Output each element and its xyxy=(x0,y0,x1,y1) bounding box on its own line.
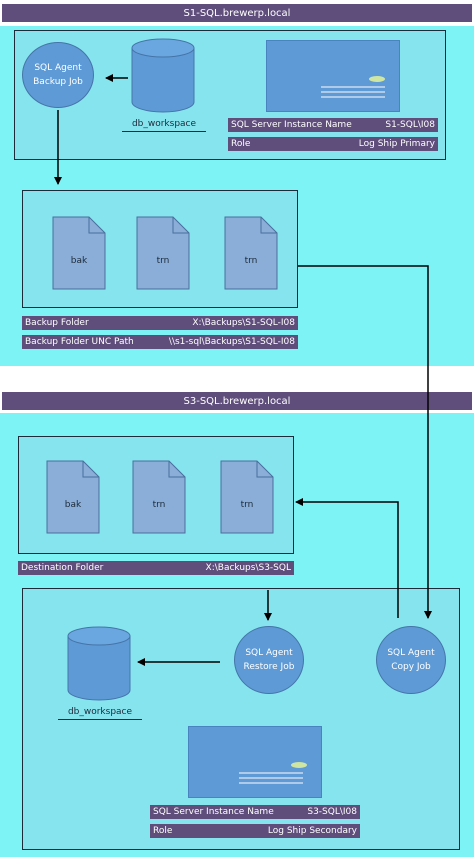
backup-folder-value: X:\Backups\S1-SQL-I08 xyxy=(192,318,295,328)
backup-file-trn-2: trn xyxy=(224,216,278,290)
backup-job-line2: Backup Job xyxy=(33,77,83,87)
primary-database-icon xyxy=(131,38,195,113)
dest-file-trn-2-label: trn xyxy=(240,500,254,510)
restore-job-line2: Restore Job xyxy=(243,662,295,672)
destination-folder-bar: Destination Folder X:\Backups\S3-SQL xyxy=(18,561,294,575)
file-icon xyxy=(52,216,106,290)
backup-file-bak-label: bak xyxy=(70,256,88,266)
dest-file-trn-1: trn xyxy=(132,460,186,534)
primary-role-bar: Role Log Ship Primary xyxy=(228,137,438,151)
file-icon xyxy=(224,216,278,290)
secondary-instance-key: SQL Server Instance Name xyxy=(153,807,274,817)
file-icon xyxy=(220,460,274,534)
secondary-instance-window-icon xyxy=(188,726,322,798)
primary-role-value: Log Ship Primary xyxy=(358,139,435,149)
backup-unc-bar: Backup Folder UNC Path \\s1-sql\Backups\… xyxy=(22,335,298,349)
backup-unc-value: \\s1-sql\Backups\S1-SQL-I08 xyxy=(168,337,295,347)
backup-file-trn-1: trn xyxy=(136,216,190,290)
primary-instance-name-bar: SQL Server Instance Name S1-SQL\I08 xyxy=(228,118,438,132)
backup-file-bak: bak xyxy=(52,216,106,290)
file-icon xyxy=(132,460,186,534)
backup-job-node: SQL Agent Backup Job xyxy=(22,42,94,108)
primary-instance-key: SQL Server Instance Name xyxy=(231,120,352,130)
file-icon xyxy=(46,460,100,534)
backup-folder-to-copy-job-arrow xyxy=(298,265,432,619)
backup-unc-key: Backup Folder UNC Path xyxy=(25,337,134,347)
secondary-instance-value: S3-SQL\I08 xyxy=(307,807,357,817)
restore-job-line1: SQL Agent xyxy=(245,648,293,658)
primary-database-label: db_workspace xyxy=(122,116,206,132)
file-icon xyxy=(136,216,190,290)
secondary-role-bar: Role Log Ship Secondary xyxy=(150,824,360,838)
copy-job-line2: Copy Job xyxy=(391,662,431,672)
primary-role-key: Role xyxy=(231,139,251,149)
primary-server-name: S1-SQL.brewerp.local xyxy=(183,7,291,19)
primary-database-name: db_workspace xyxy=(131,118,197,129)
secondary-server-bar: S3-SQL.brewerp.local xyxy=(2,392,472,410)
dest-file-bak: bak xyxy=(46,460,100,534)
backup-file-trn-1-label: trn xyxy=(156,256,170,266)
copy-job-node: SQL Agent Copy Job xyxy=(376,626,446,694)
dest-file-trn-2: trn xyxy=(220,460,274,534)
backup-file-trn-2-label: trn xyxy=(244,256,258,266)
secondary-database-name: db_workspace xyxy=(67,706,133,717)
secondary-role-key: Role xyxy=(153,826,173,836)
primary-server-bar: S1-SQL.brewerp.local xyxy=(2,4,472,22)
window-lines-icon xyxy=(321,76,385,98)
backup-folder-key: Backup Folder xyxy=(25,318,89,328)
backup-job-line1: SQL Agent xyxy=(34,63,82,73)
destination-folder-value: X:\Backups\S3-SQL xyxy=(205,563,291,573)
primary-instance-window-icon xyxy=(266,40,400,112)
secondary-database-icon xyxy=(67,626,131,701)
secondary-database-label: db_workspace xyxy=(58,704,142,720)
destination-folder-key: Destination Folder xyxy=(21,563,104,573)
backup-folder-bar: Backup Folder X:\Backups\S1-SQL-I08 xyxy=(22,316,298,330)
copy-job-to-destination-arrow xyxy=(295,498,399,618)
primary-instance-value: S1-SQL\I08 xyxy=(385,120,435,130)
window-lines-icon xyxy=(239,762,307,784)
secondary-server-name: S3-SQL.brewerp.local xyxy=(183,395,291,407)
secondary-instance-name-bar: SQL Server Instance Name S3-SQL\I08 xyxy=(150,805,360,819)
dest-file-bak-label: bak xyxy=(64,500,82,510)
dest-file-trn-1-label: trn xyxy=(152,500,166,510)
restore-job-node: SQL Agent Restore Job xyxy=(234,626,304,694)
copy-job-line1: SQL Agent xyxy=(387,648,435,658)
secondary-role-value: Log Ship Secondary xyxy=(267,826,357,836)
